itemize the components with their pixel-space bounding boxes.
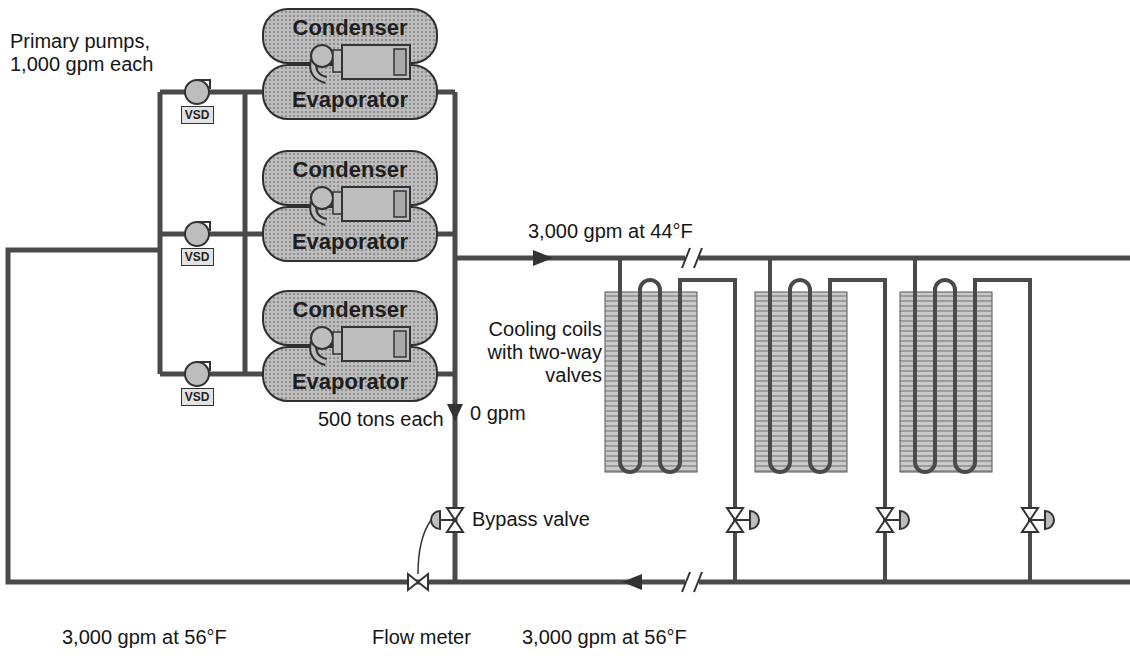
evaporator-vessel: Evaporator	[262, 206, 438, 262]
compressor	[311, 327, 410, 362]
bypass-valve	[431, 508, 463, 532]
drive-label: VSD	[185, 390, 210, 404]
cooling-coil	[605, 258, 759, 582]
motor-end	[394, 331, 406, 357]
vsd-box: VSD	[181, 388, 214, 406]
drawing-part	[440, 519, 455, 521]
pump-nozzle	[197, 362, 210, 371]
suction-elbow	[313, 342, 326, 362]
vessel-label: Evaporator	[292, 229, 408, 255]
condenser-vessel: Condenser	[262, 150, 438, 206]
pipe-break	[682, 248, 690, 268]
drive-label: VSD	[185, 108, 210, 122]
compressor-motor	[342, 187, 410, 221]
evaporator-outlet	[438, 92, 455, 374]
flow-arrow	[622, 574, 642, 590]
flow-arrow	[533, 250, 553, 266]
pump-discharge	[208, 92, 262, 374]
pump-symbol	[185, 80, 210, 104]
compressor-volute	[311, 45, 333, 67]
drawing-part	[418, 520, 431, 574]
annotation-label: 3,000 gpm at 56°F	[522, 626, 687, 649]
drawing-part	[431, 511, 440, 529]
valve-actuator	[1045, 511, 1054, 529]
compressor-motor	[342, 327, 410, 361]
pipe-break	[682, 572, 690, 592]
valve-stem	[735, 519, 750, 521]
coil-tube	[915, 258, 1030, 582]
vsd-box: VSD	[181, 106, 214, 124]
suction-elbow	[313, 60, 326, 80]
compressor	[311, 187, 410, 222]
compressor-volute	[311, 187, 333, 209]
suction-elbow	[313, 202, 326, 222]
evaporator-vessel: Evaporator	[262, 64, 438, 120]
pipe-break	[694, 572, 702, 592]
pump-nozzle	[197, 80, 210, 89]
annotation-label: 0 gpm	[470, 402, 526, 425]
return-pipe	[8, 250, 1130, 582]
pipes	[8, 92, 1130, 582]
valve-stem	[1030, 519, 1045, 521]
compressor-coupling	[333, 192, 342, 214]
valve-actuator	[900, 511, 909, 529]
pump-casing	[185, 80, 209, 104]
annotation-label: Bypass valve	[472, 508, 590, 531]
pump-nozzle	[197, 222, 210, 231]
annotation-label: 500 tons each	[318, 408, 444, 431]
compressor-motor	[342, 45, 410, 79]
motor-end	[394, 191, 406, 217]
compressor	[311, 45, 410, 80]
cooling-coil	[755, 258, 909, 582]
suction-elbow	[313, 60, 326, 80]
compressor-coupling	[333, 50, 342, 72]
pump-symbol	[185, 222, 210, 246]
vessel-label: Condenser	[293, 15, 408, 41]
valve-stem	[885, 519, 900, 521]
coil-tube	[770, 258, 885, 582]
annotation-label: Flow meter	[372, 626, 471, 649]
flow-meter	[408, 520, 431, 590]
vessel-label: Condenser	[293, 157, 408, 183]
supply-pipe	[455, 256, 1130, 261]
vessel-label: Evaporator	[292, 369, 408, 395]
vsd-box: VSD	[181, 248, 214, 266]
cooling-coil	[900, 258, 1054, 582]
compressor-coupling	[333, 332, 342, 354]
vessel-label: Condenser	[293, 297, 408, 323]
vessel-label: Evaporator	[292, 87, 408, 113]
motor-end	[394, 49, 406, 75]
flow-arrow	[447, 404, 463, 421]
pump-symbol	[185, 362, 210, 386]
annotation-label: Cooling coils with two-way valves	[480, 318, 602, 387]
evaporator-vessel: Evaporator	[262, 346, 438, 402]
suction-elbow	[313, 202, 326, 222]
valve-actuator	[750, 511, 759, 529]
pump-casing	[185, 222, 209, 246]
drive-label: VSD	[185, 250, 210, 264]
pipe-break	[694, 248, 702, 268]
pump-casing	[185, 362, 209, 386]
annotation-label: Primary pumps, 1,000 gpm each	[10, 30, 170, 76]
annotation-label: 3,000 gpm at 56°F	[62, 626, 227, 649]
compressor-volute	[311, 327, 333, 349]
coil-tube	[620, 258, 735, 582]
drawing-part	[408, 574, 428, 590]
suction-elbow	[313, 342, 326, 362]
condenser-vessel: Condenser	[262, 290, 438, 346]
pump-suction	[160, 92, 186, 374]
condenser-vessel: Condenser	[262, 8, 438, 64]
annotation-label: 3,000 gpm at 44°F	[528, 220, 693, 243]
